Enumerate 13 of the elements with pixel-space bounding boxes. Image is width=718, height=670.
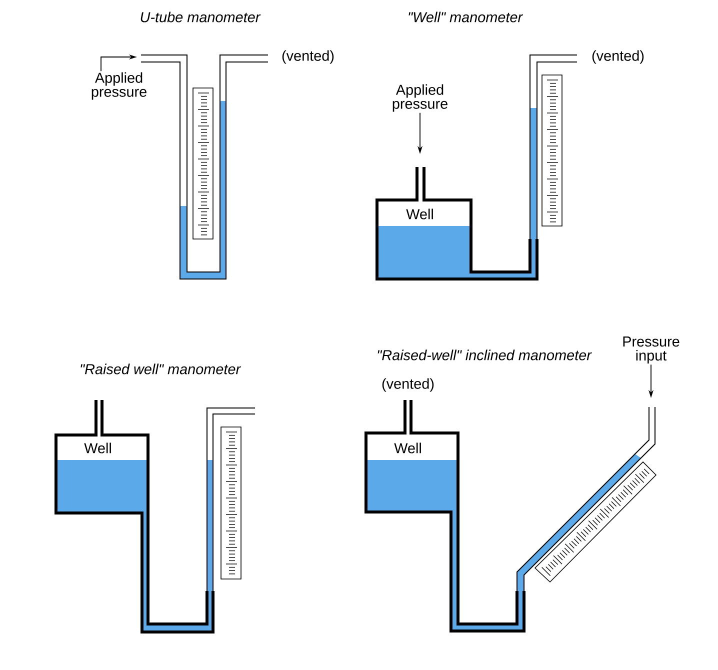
panel-caption: "Raised well" manometer <box>80 364 242 374</box>
panel-caption: "Well" manometer <box>408 12 524 22</box>
label-text: (vented) <box>592 50 644 64</box>
label-text: Well <box>394 442 421 454</box>
label-text: Well <box>406 208 433 220</box>
label-text: (vented) <box>382 378 434 392</box>
label-text: Well <box>84 442 111 454</box>
label-text: (vented) <box>282 50 334 64</box>
panel-caption: "Raised-well" inclined manometer <box>378 350 592 360</box>
pressure-label: Applied pressure <box>392 84 448 112</box>
pressure-label: Pressure input <box>623 336 680 364</box>
pressure-label: Applied pressure <box>92 72 146 100</box>
panel-caption: U-tube manometer <box>140 12 261 22</box>
